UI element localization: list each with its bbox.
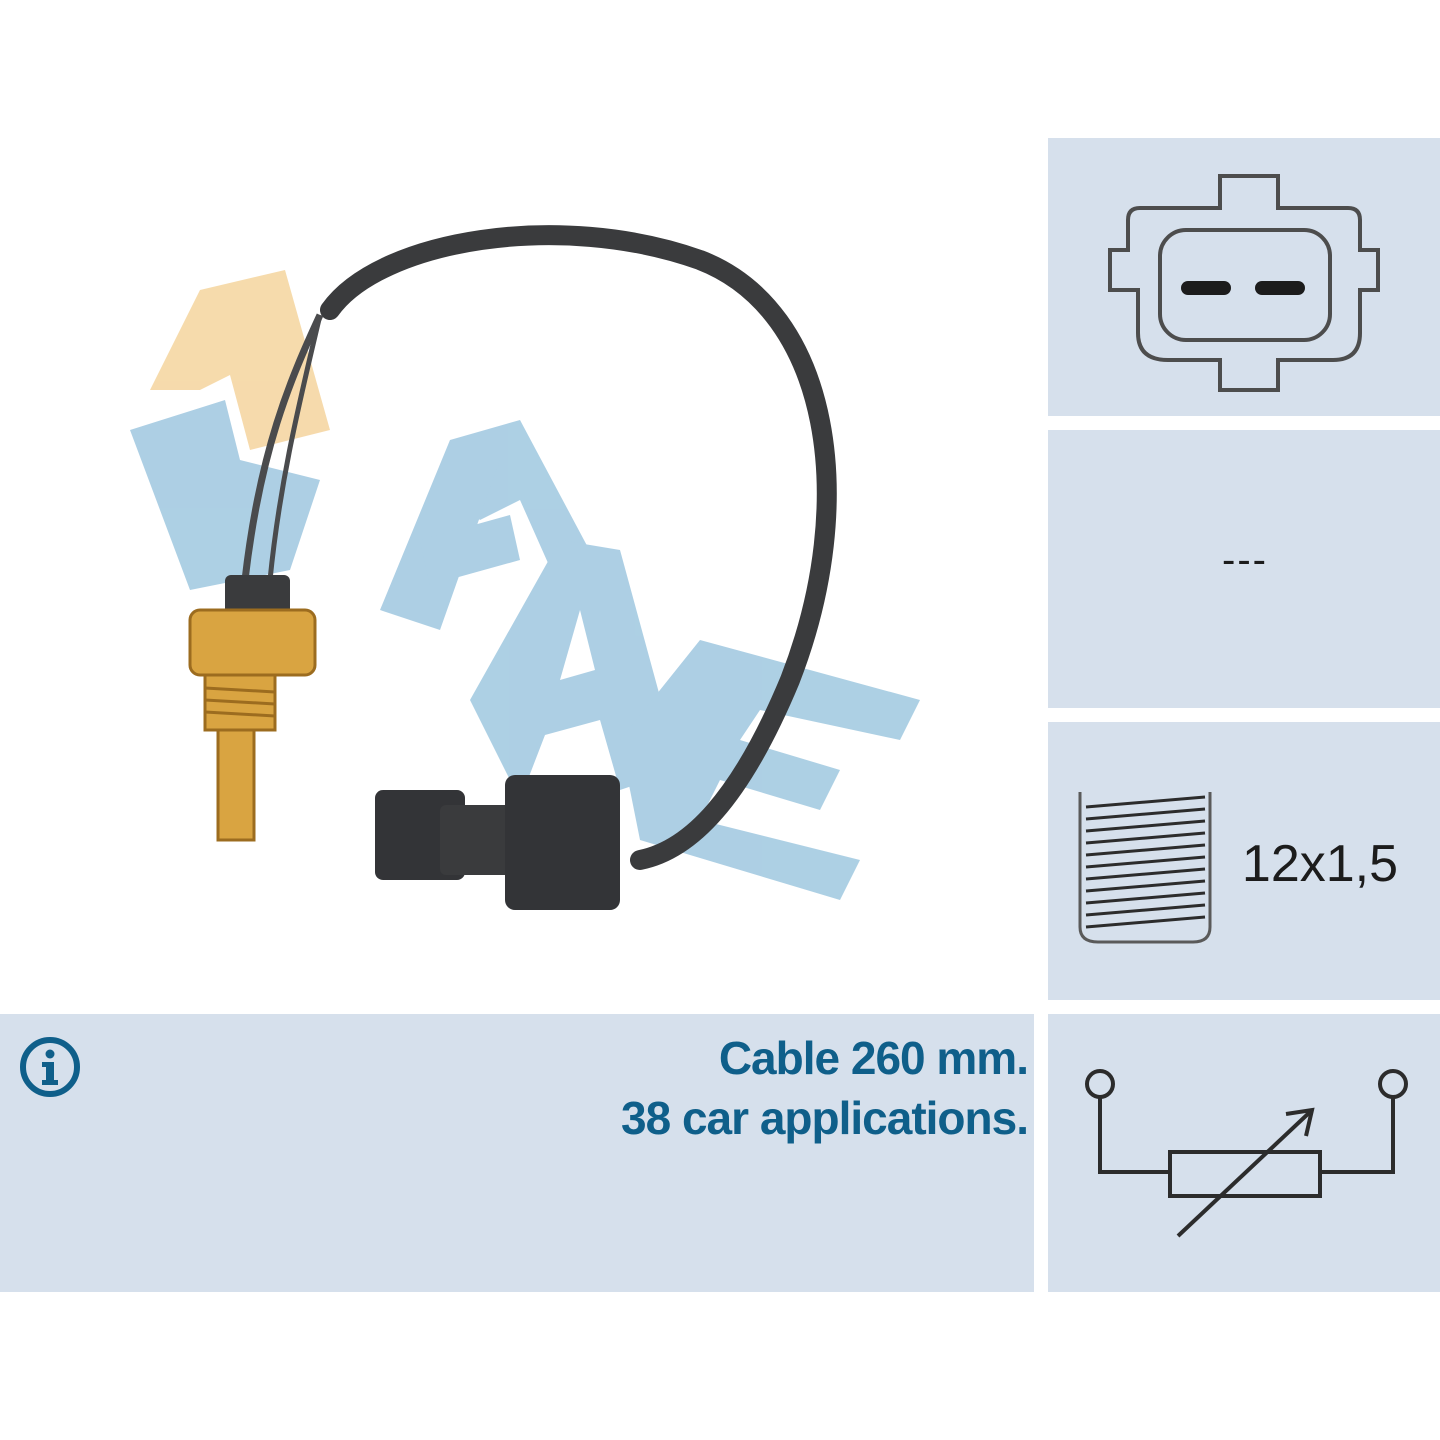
- thread-panel: [1048, 722, 1440, 1000]
- temperature-sensor: [188, 575, 317, 842]
- connector-panel: [1048, 138, 1440, 416]
- cable-plug: [375, 775, 620, 910]
- sensor-cable: [320, 225, 837, 870]
- product-image: [0, 120, 1030, 1000]
- cable-length: Cable 260 mm.: [718, 1032, 1029, 1084]
- symbol-panel: [1048, 1014, 1440, 1292]
- thread-icon: [1078, 792, 1212, 944]
- info-text: Cable 260 mm. 38 car applications.: [268, 1028, 1029, 1148]
- car-applications: 38 car applications.: [621, 1092, 1029, 1144]
- info-bar: [0, 1014, 1034, 1292]
- sensor-thin-wire: [241, 313, 324, 581]
- thread-size: 12x1,5: [1241, 835, 1399, 893]
- dash-panel: [1048, 430, 1440, 708]
- variable-resistor-icon: [1085, 1069, 1408, 1238]
- info-icon: [20, 1037, 80, 1097]
- two-pin-connector-icon: [1108, 174, 1380, 392]
- dash-value: ---: [1222, 538, 1268, 582]
